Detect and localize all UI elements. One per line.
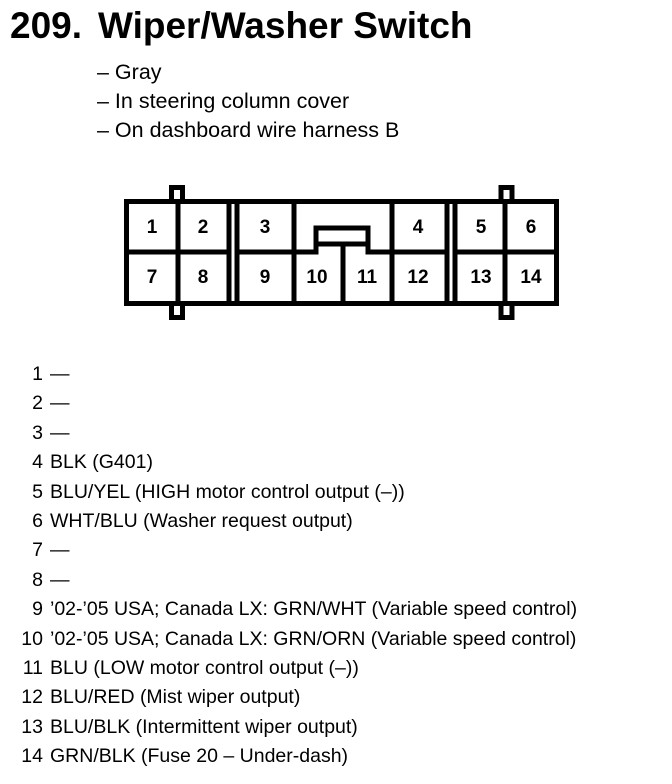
pin-number: 8 <box>32 568 43 591</box>
pin-number: 14 <box>21 745 43 768</box>
pin-description: — <box>50 568 70 591</box>
cavity-label-12: 12 <box>407 267 428 288</box>
pin-row: 11 BLU (LOW motor control output (–)) <box>0 654 672 683</box>
cavity-label-7: 7 <box>147 267 158 288</box>
cavity-label-6: 6 <box>526 217 537 238</box>
connector-location: – In steering column cover <box>97 89 350 113</box>
pin-description: BLU/YEL (HIGH motor control output (–)) <box>50 480 405 503</box>
pin-row: 9 ’02-’05 USA; Canada LX: GRN/WHT (Variab… <box>0 595 672 624</box>
pin-description: BLU/BLK (Intermittent wiper output) <box>50 715 358 738</box>
pin-row: 6 WHT/BLU (Washer request output) <box>0 507 672 536</box>
polarization-key <box>294 225 392 255</box>
pin-number: 13 <box>21 715 43 738</box>
pin-number: 9 <box>32 598 43 621</box>
pin-description: BLU/RED (Mist wiper output) <box>50 686 301 709</box>
section-number: 209. <box>10 5 83 46</box>
cavity-label-4: 4 <box>413 217 424 238</box>
connector-harness: – On dashboard wire harness B <box>97 118 400 142</box>
locking-tab-right-top <box>498 185 515 204</box>
locking-tab-left-bottom <box>169 301 185 320</box>
pin-row: 10 ’02-’05 USA; Canada LX: GRN/ORN (Varia… <box>0 625 672 654</box>
pin-row: 5 BLU/YEL (HIGH motor control output (–)) <box>0 478 672 507</box>
pin-row: 13 BLU/BLK (Intermittent wiper output) <box>0 713 672 742</box>
pin-number: 3 <box>32 421 43 444</box>
connector-info-list: – Gray – In steering column cover – On d… <box>97 58 399 145</box>
pin-number: 2 <box>32 392 43 415</box>
pin-description: BLK (G401) <box>50 451 153 474</box>
pin-description: ’02-’05 USA; Canada LX: GRN/ORN (Variabl… <box>50 627 577 650</box>
cavity-label-14: 14 <box>520 267 542 288</box>
connector-face-diagram: 1 2 3 4 5 6 7 8 9 10 11 12 13 14 <box>124 185 559 320</box>
pin-description: BLU (LOW motor control output (–)) <box>50 656 359 679</box>
pin-description: GRN/BLK (Fuse 20 – Under-dash) <box>50 745 349 768</box>
cavity-label-9: 9 <box>260 267 271 288</box>
pin-number: 10 <box>21 627 43 650</box>
page-title: 209. Wiper/Washer Switch <box>10 4 473 48</box>
pin-row: 2— <box>0 389 672 418</box>
pin-row: 4 BLK (G401) <box>0 448 672 477</box>
pin-number: 5 <box>32 480 43 503</box>
cavity-label-3: 3 <box>260 217 271 238</box>
locking-tab-left-top <box>169 185 185 204</box>
pin-number: 12 <box>21 686 43 709</box>
pin-description: — <box>50 539 70 562</box>
pin-description: — <box>50 363 70 385</box>
pin-number: 7 <box>32 539 43 562</box>
pin-description: WHT/BLU (Washer request output) <box>50 509 353 532</box>
cavity-label-13: 13 <box>470 267 491 288</box>
cavity-label-1: 1 <box>147 217 158 238</box>
pin-number: 6 <box>32 509 43 532</box>
pin-row: 8— <box>0 566 672 595</box>
pin-row: 12 BLU/RED (Mist wiper output) <box>0 683 672 712</box>
pin-row: 3— <box>0 419 672 448</box>
pin-number: 1 <box>32 363 43 385</box>
section-title: Wiper/Washer Switch <box>98 5 473 46</box>
pin-row: 7— <box>0 536 672 565</box>
cavity-label-8: 8 <box>198 267 209 288</box>
pin-row: 14 GRN/BLK (Fuse 20 – Under-dash) <box>0 742 672 771</box>
pin-description: — <box>50 392 70 415</box>
pin-row: 1— <box>0 360 672 389</box>
connector-color: – Gray <box>97 60 162 84</box>
pin-description: ’02-’05 USA; Canada LX: GRN/WHT (Variabl… <box>50 598 578 621</box>
pin-number: 11 <box>22 656 43 679</box>
cavity-label-5: 5 <box>476 217 487 238</box>
locking-tab-right-bottom <box>498 301 515 320</box>
pin-number: 4 <box>32 451 43 474</box>
cavity-label-2: 2 <box>198 217 209 238</box>
cavity-label-10: 10 <box>306 267 327 288</box>
pin-description: — <box>50 421 70 444</box>
cavity-label-11: 11 <box>357 267 378 288</box>
